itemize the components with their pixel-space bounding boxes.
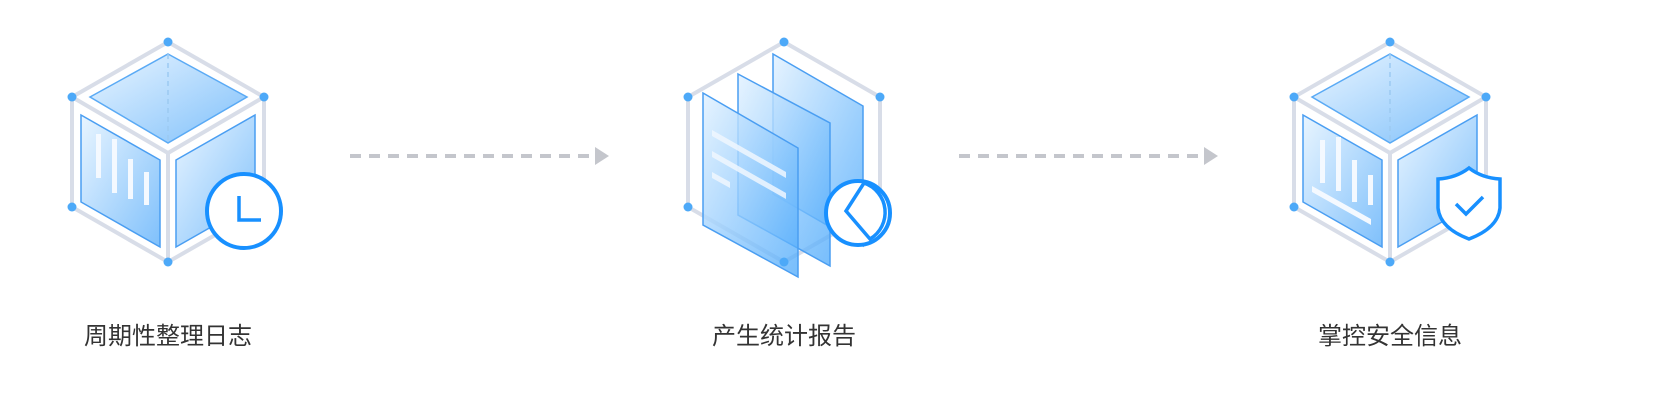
step-periodic-log: 周期性整理日志 — [38, 0, 298, 400]
step-security-control: 掌控安全信息 — [1260, 0, 1520, 400]
clock-icon — [205, 172, 283, 250]
flow-arrow — [350, 146, 612, 166]
step-label: 周期性整理日志 — [84, 322, 252, 350]
flow-arrow — [959, 146, 1221, 166]
step-statistics-report: 产生统计报告 — [654, 0, 914, 400]
step-label: 掌控安全信息 — [1318, 322, 1462, 350]
pie-chart-icon — [824, 179, 892, 247]
report-illustration — [683, 37, 892, 279]
cube-illustration — [67, 37, 283, 267]
shield-check-icon — [1436, 165, 1502, 241]
cube-illustration — [1289, 37, 1502, 267]
step-label: 产生统计报告 — [712, 322, 856, 350]
